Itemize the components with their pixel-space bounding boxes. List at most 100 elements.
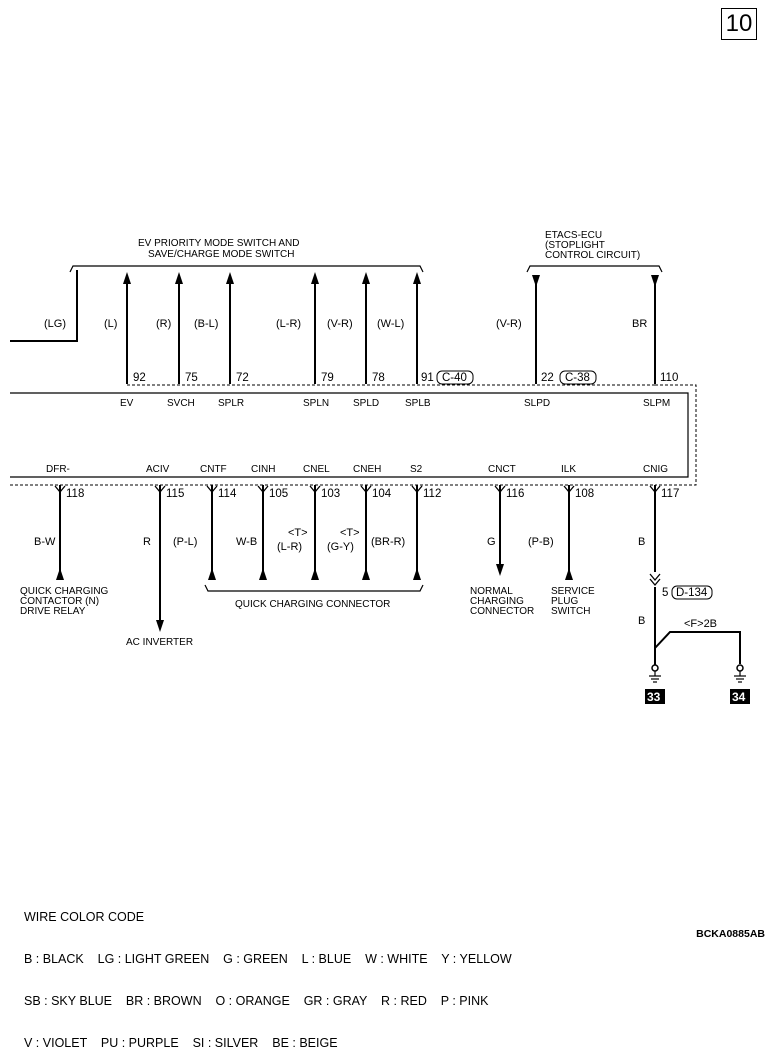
etacs-label-1: ETACS-ECU (545, 230, 602, 241)
service-plug-label-3: SWITCH (551, 606, 590, 617)
right-dashed-edge (655, 384, 697, 486)
legend-line-3: V : VIOLET PU : PURPLE SI : SILVER BE : … (24, 1036, 338, 1050)
qcc-label-2: CONTACTOR (N) (20, 596, 99, 607)
pin-105: 105 (269, 488, 288, 500)
wire-r-bottom: R (143, 536, 151, 548)
wire-t2: <T> (340, 527, 360, 539)
arrow-up-cneh (362, 568, 370, 580)
ground-33-icon (645, 664, 665, 704)
qcc-label-1: QUICK CHARGING (20, 586, 109, 597)
qcc-label-3: DRIVE RELAY (20, 606, 86, 617)
pin-91: 91 (421, 372, 434, 384)
quick-charging-connector-label: QUICK CHARGING CONNECTOR (235, 599, 390, 610)
ground-34-icon (730, 664, 750, 704)
pin-117: 117 (661, 488, 679, 500)
term-cneh: CNEH (353, 464, 381, 475)
term-aciv: ACIV (146, 464, 170, 475)
pin-110: 110 (660, 372, 678, 384)
wire-br: BR (632, 318, 647, 330)
ev-switch-label-2: SAVE/CHARGE MODE SWITCH (148, 249, 295, 260)
wire-r: (R) (156, 318, 171, 330)
etacs-label-3: CONTROL CIRCUIT) (545, 250, 640, 261)
connector-d134: D-134 (676, 587, 708, 599)
wire-l: (L) (104, 318, 117, 330)
pin-75: 75 (185, 372, 198, 384)
wire-b1: B (638, 536, 645, 548)
pin-118: 118 (66, 488, 84, 500)
wire-brr: (BR-R) (371, 536, 405, 548)
pin-115: 115 (166, 488, 184, 500)
arrow-down-cnct (496, 564, 504, 576)
ground-34-label: 34 (732, 690, 746, 704)
wire-wl: (W-L) (377, 318, 404, 330)
ev-switch-label-1: EV PRIORITY MODE SWITCH AND (138, 238, 300, 249)
term-splb: SPLB (405, 398, 431, 409)
wire-pb: (P-B) (528, 536, 554, 548)
service-plug-label-1: SERVICE (551, 586, 595, 597)
wire-lg (10, 270, 78, 342)
connector-c40-box (436, 370, 474, 385)
term-cntf: CNTF (200, 464, 227, 475)
pin-116: 116 (506, 488, 524, 500)
wire-g: G (487, 536, 496, 548)
pin-72: 72 (236, 372, 249, 384)
wire-pl: (P-L) (173, 536, 197, 548)
ground-33-label: 33 (647, 690, 661, 704)
arrow-up-ev (123, 272, 131, 284)
normal-charging-label-2: CHARGING (470, 596, 524, 607)
term-cnct: CNCT (488, 464, 516, 475)
wire-color-legend: WIRE COLOR CODE B : BLACK LG : LIGHT GRE… (24, 882, 512, 1064)
bottom-wires (59, 485, 741, 665)
arrow-down-slpm (651, 275, 659, 287)
term-slpd: SLPD (524, 398, 550, 409)
term-s2: S2 (410, 464, 423, 475)
pin-103: 103 (321, 488, 340, 500)
term-ilk: ILK (561, 464, 576, 475)
wire-vr2: (V-R) (496, 318, 522, 330)
ev-switch-bracket (69, 265, 424, 273)
term-cinh: CINH (251, 464, 275, 475)
term-splr: SPLR (218, 398, 244, 409)
wire-wb: W-B (236, 536, 257, 548)
arrow-up-cntf (208, 568, 216, 580)
quick-charging-bracket (204, 584, 424, 592)
etacs-label-2: (STOPLIGHT (545, 240, 605, 251)
ac-inverter-label: AC INVERTER (126, 637, 193, 648)
wire-lr-bottom: (L-R) (277, 541, 302, 553)
arrow-up-splr (226, 272, 234, 284)
arrow-up-ilk (565, 568, 573, 580)
legend-line-2: SB : SKY BLUE BR : BROWN O : ORANGE GR :… (24, 994, 489, 1008)
term-slpm: SLPM (643, 398, 670, 409)
arrow-up-s2 (413, 568, 421, 580)
arrow-up-spln (311, 272, 319, 284)
wire-lr: (L-R) (276, 318, 301, 330)
arrow-up-splb (413, 272, 421, 284)
arrow-down-slpd (532, 275, 540, 287)
arrow-down-aciv (156, 620, 164, 632)
pin-79: 79 (321, 372, 334, 384)
term-dfr: DFR- (46, 464, 70, 475)
arrow-up-cinh (259, 568, 267, 580)
connector-d134-box (671, 585, 713, 600)
etacs-bracket (526, 265, 663, 273)
pin-114: 114 (218, 488, 237, 500)
pin-92: 92 (133, 372, 146, 384)
legend-line-1: B : BLACK LG : LIGHT GREEN G : GREEN L :… (24, 952, 512, 966)
pin-104: 104 (372, 488, 392, 500)
connector-c38-box (559, 370, 597, 385)
ecu-outline (10, 392, 689, 478)
wire-lg-label: (LG) (44, 318, 66, 330)
arrow-up-dfr (56, 568, 64, 580)
wire-bw: B-W (34, 536, 56, 548)
bottom-arrows (56, 564, 573, 632)
bottom-pin-marks (54, 485, 661, 587)
arrow-up-cnel (311, 568, 319, 580)
wire-vr: (V-R) (327, 318, 353, 330)
service-plug-label-2: PLUG (551, 596, 578, 607)
pin-112: 112 (423, 488, 441, 500)
page-number: 10 (721, 8, 757, 40)
top-arrows (123, 272, 659, 287)
arrow-up-spld (362, 272, 370, 284)
wire-t1: <T> (288, 527, 308, 539)
diagram-code: BCKA0885AB (696, 928, 765, 940)
